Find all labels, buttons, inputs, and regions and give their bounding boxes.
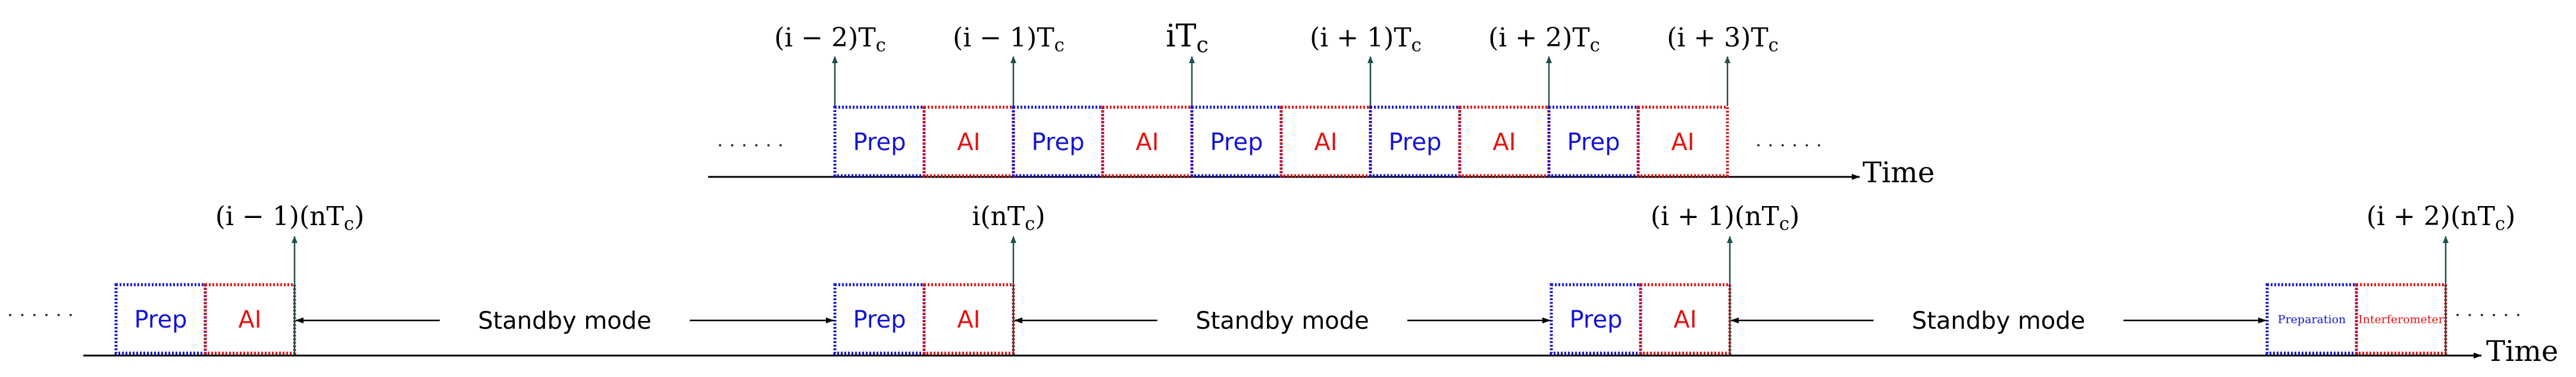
ai-block [2355, 283, 2447, 355]
bottom-leading-dots: · · · · · · [7, 304, 74, 326]
ai-label: AI [957, 129, 980, 156]
ai-block [1458, 105, 1551, 177]
prep-block [1012, 105, 1104, 177]
prep-block [1547, 105, 1640, 177]
prep-block [114, 283, 207, 355]
tick-label: (i − 1)Tc [953, 23, 1065, 56]
tick-label: iTc [1166, 18, 1209, 57]
prep-label: Prep [853, 306, 906, 334]
tick-label: (i − 2)Tc [774, 23, 886, 56]
prep-block [1190, 105, 1283, 177]
block-pair: Prep AI [833, 105, 1015, 177]
top-timeline: Time · · · · · · · · · · · · Prep AI Prep A… [708, 18, 1935, 189]
tick-label: (i + 3)Tc [1667, 23, 1779, 56]
top-trailing-dots: · · · · · · [1755, 134, 1822, 157]
prep-label: Preparation [2278, 313, 2346, 326]
prep-block [1369, 105, 1461, 177]
standby-segment: Standby mode [1014, 307, 1551, 335]
tick-label: (i + 2)Tc [1488, 23, 1600, 56]
ai-block [1101, 105, 1194, 177]
tick-label: i(nTc) [972, 201, 1045, 235]
ai-block [1279, 105, 1372, 177]
top-time-axis-label: Time [1863, 156, 1935, 189]
bottom-timeline: Time · · · · · · · · · · · · Prep AI Prep A… [7, 201, 2558, 368]
prep-block [1550, 283, 1642, 355]
block-pair: Prep AI [1190, 105, 1372, 177]
ai-label: AI [1492, 129, 1516, 156]
block-pair: Prep AI [833, 283, 1015, 355]
prep-label: Prep [1567, 129, 1620, 156]
ai-label: Interferometer [2358, 313, 2444, 326]
standby-segment: Standby mode [1730, 307, 2267, 335]
prep-label: Prep [1032, 129, 1085, 156]
ai-label: AI [1314, 129, 1337, 156]
prep-block [2265, 283, 2358, 355]
ai-block [922, 105, 1015, 177]
tick-label: (i − 1)(nTc) [215, 201, 365, 235]
bottom-time-axis-label: Time [2486, 335, 2558, 368]
top-blocks: Prep AI Prep AI Prep AI Prep AI Prep AI [833, 105, 1729, 177]
standby-segment: Standby mode [295, 307, 834, 335]
tick-label: (i + 2)(nTc) [2367, 201, 2516, 235]
block-pair: Prep AI [1547, 105, 1729, 177]
ai-label: AI [957, 306, 980, 334]
ai-block [204, 283, 296, 355]
ai-label: AI [238, 306, 261, 334]
block-pair: Prep AI [1012, 105, 1194, 177]
bottom-blocks: Prep AI Prep AI Prep AI Preparation Interferome… [114, 283, 2447, 355]
top-ticks: (i − 2)Tc (i − 1)Tc iTc (i + 1)Tc (i + 2)Tc (… [774, 18, 1779, 106]
standby-label: Standby mode [478, 307, 652, 335]
prep-label: Prep [853, 129, 906, 156]
block-pair: Prep AI [114, 283, 296, 355]
ai-block [922, 283, 1015, 355]
prep-label: Prep [1570, 306, 1623, 334]
prep-block [833, 105, 926, 177]
bottom-trailing-dots: · · · · · · [2455, 304, 2521, 326]
block-pair: Preparation Interferometer [2265, 283, 2447, 355]
standby-label: Standby mode [1912, 307, 2086, 335]
ai-label: AI [1671, 129, 1694, 156]
tick-label: (i + 1)(nTc) [1651, 201, 1800, 235]
bottom-ticks: (i − 1)(nTc) i(nTc) (i + 1)(nTc) (i + 2)(nT… [215, 201, 2516, 354]
prep-label: Prep [1210, 129, 1263, 156]
ai-label: AI [1673, 306, 1697, 334]
top-leading-dots: · · · · · · [717, 134, 784, 157]
prep-label: Prep [134, 306, 187, 334]
ai-block [1636, 105, 1729, 177]
block-pair: Prep AI [1550, 283, 1732, 355]
standby-label: Standby mode [1195, 307, 1369, 335]
prep-label: Prep [1389, 129, 1442, 156]
ai-label: AI [1135, 129, 1159, 156]
tick-label: (i + 1)Tc [1310, 23, 1422, 56]
ai-block [1639, 283, 1732, 355]
standby-segments: Standby mode Standby mode Standby mode [295, 307, 2267, 335]
prep-block [833, 283, 926, 355]
block-pair: Prep AI [1369, 105, 1551, 177]
